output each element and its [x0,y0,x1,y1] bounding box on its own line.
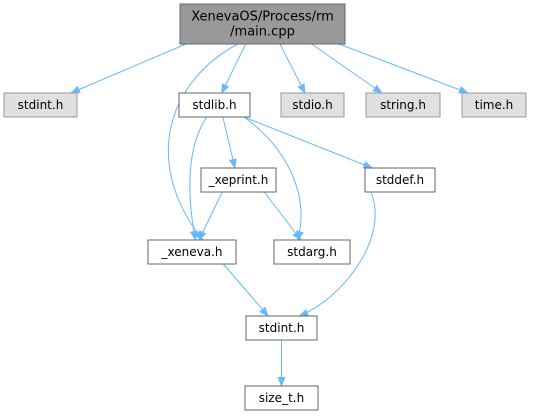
node-label-string: string.h [380,98,426,112]
node-time[interactable]: time.h [461,92,527,118]
node-label-stdio: stdio.h [292,98,332,112]
node-label-time: time.h [475,98,514,112]
node-main[interactable]: XenevaOS/Process/rm/main.cpp [179,3,346,45]
edge-stdlib-to-stdarg [243,116,304,241]
node-stddef[interactable]: stddef.h [364,167,436,193]
node-label-stdarg: stdarg.h [287,245,337,259]
node-box-xeprint [200,167,277,193]
node-box-stdint [245,315,318,341]
node-label-xeprint: _xeprint.h [208,173,269,187]
node-box-stdio [280,92,345,118]
node-xeprint[interactable]: _xeprint.h [200,167,277,193]
node-box-stdlib [178,92,251,118]
edges-layer [70,43,469,387]
edge-stdlib-to-stddef [243,116,374,169]
node-label-stdlib: stdlib.h [192,98,236,112]
node-stdint[interactable]: stdint.h [245,315,318,341]
node-label-stddef: stddef.h [376,173,424,187]
edge-xeprint-to-stdarg [263,191,302,241]
edge-stdlib-to-xeprint [222,116,237,169]
node-label-xeneva: _xeneva.h [161,245,223,259]
node-stdint_sys[interactable]: stdint.h [3,92,78,118]
edge-xeprint-to-xeneva [198,191,223,241]
node-stdio[interactable]: stdio.h [280,92,345,118]
node-size_t[interactable]: size_t.h [244,385,319,411]
edge-main-to-xeneva [168,43,239,241]
node-box-stdint_sys [3,92,78,118]
edge-main-to-stdint_sys [70,43,187,94]
node-stdlib[interactable]: stdlib.h [178,92,251,118]
edge-xeneva-to-stdint [222,263,269,317]
node-label-stdint: stdint.h [259,321,305,335]
edge-main-to-stdio [279,43,306,94]
node-box-stddef [364,167,436,193]
node-box-main [179,3,346,45]
edge-main-to-stdlib [221,43,247,94]
nodes-layer: XenevaOS/Process/rm/main.cpp stdint.h stdl… [3,3,527,411]
edge-main-to-string [311,43,383,94]
node-label-size_t: size_t.h [259,391,304,405]
edge-main-to-time [338,43,469,94]
node-box-size_t [244,385,319,411]
edge-stddef-to-stdint [298,191,376,317]
node-label-main: /main.cpp [230,25,295,40]
node-label-main: XenevaOS/Process/rm [191,10,334,25]
node-box-time [461,92,527,118]
node-stdarg[interactable]: stdarg.h [273,239,351,265]
node-label-stdint_sys: stdint.h [18,98,64,112]
node-box-string [365,92,441,118]
node-box-stdarg [273,239,351,265]
node-string[interactable]: string.h [365,92,441,118]
node-box-xeneva [147,239,237,265]
edge-stdlib-to-xeneva [189,116,208,241]
node-xeneva[interactable]: _xeneva.h [147,239,237,265]
